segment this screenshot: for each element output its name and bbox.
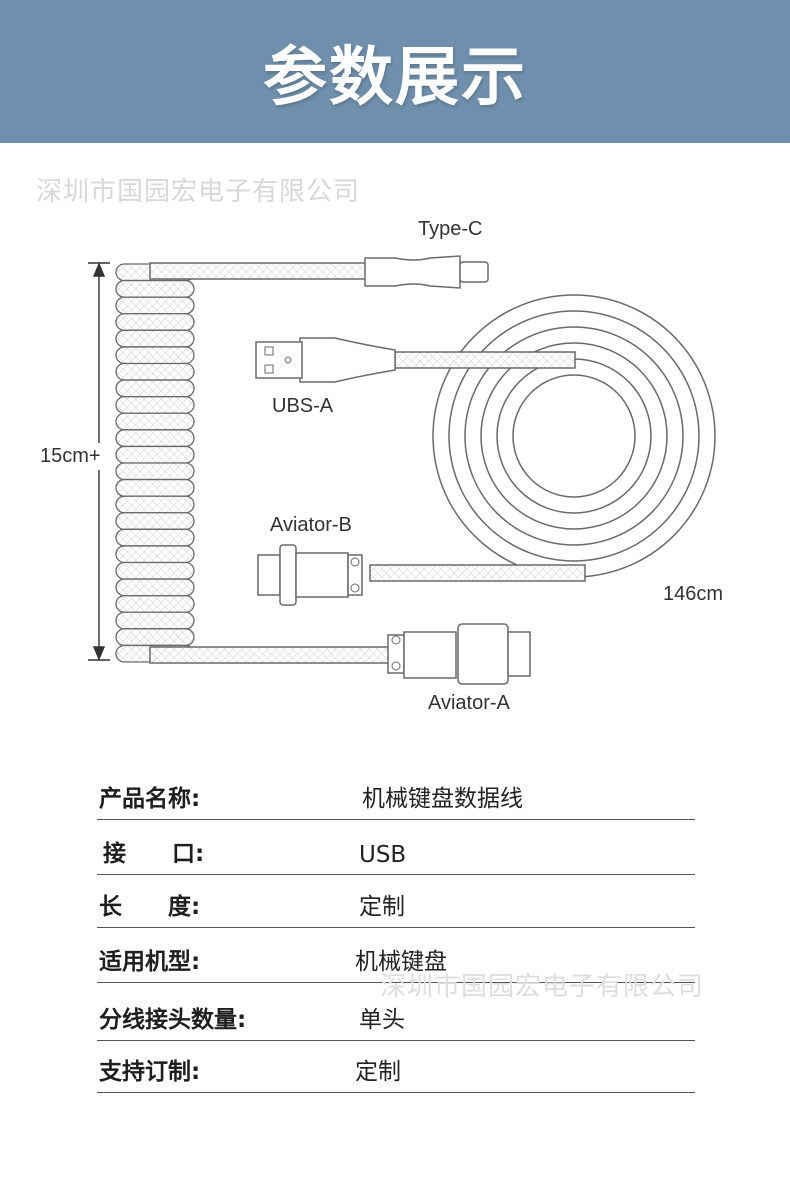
spec-label: 分线接头数量: (99, 1007, 247, 1033)
spec-value: USB (359, 842, 407, 868)
watermark-text: 深圳市国园宏电子有限公司 (36, 177, 361, 207)
coil-loop (115, 611, 195, 630)
type-c-cable (149, 255, 489, 289)
aviator-a-label: Aviator-A (428, 692, 510, 714)
spec-row: 产品名称: 机械键盘数据线 (97, 767, 695, 820)
watermark-text: 深圳市国园宏电子有限公司 (380, 972, 705, 1002)
spec-value: 机械键盘 (355, 949, 447, 975)
coil-dimension-arrow (88, 262, 110, 661)
coil-loop (115, 512, 195, 530)
cable-length-label: 146cm (663, 583, 724, 605)
page-title: 参数展示 (263, 40, 527, 115)
aviator-a-connector (149, 623, 531, 685)
coil-loop (115, 478, 195, 497)
coil-loop (115, 462, 195, 481)
coil-loop (115, 412, 195, 431)
coil-loop (115, 296, 195, 315)
coil-loop (115, 528, 195, 547)
spec-label: 适用机型: (99, 949, 201, 975)
usb-a-connector (255, 337, 576, 383)
coil-loop (115, 329, 195, 348)
spec-value: 单头 (359, 1007, 405, 1033)
coil-loop (115, 396, 195, 414)
aviator-b-connector (257, 544, 586, 606)
spec-row: 支持订制: 定制 (97, 1040, 695, 1093)
coil-loop (115, 346, 195, 365)
header-banner: 参数展示 (0, 0, 790, 143)
coil-loop (115, 595, 195, 613)
spec-label: 长 度: (99, 894, 201, 920)
spec-label: 产品名称: (99, 786, 201, 812)
cable-diagram (88, 255, 716, 685)
spec-value: 机械键盘数据线 (362, 786, 523, 812)
spec-row: 适用机型: 机械键盘 (97, 930, 695, 983)
type-c-label: Type-C (418, 218, 483, 240)
spec-row: 接 口: USB (97, 822, 695, 875)
coiled-cable (115, 263, 195, 663)
coil-loop (115, 578, 195, 597)
coil-loop (115, 495, 195, 514)
coil-loop (115, 313, 195, 331)
spec-row: 分线接头数量: 单头 (97, 988, 695, 1041)
coil-loop (115, 362, 195, 381)
coil-length-label: 15cm+ (40, 445, 101, 467)
spec-value: 定制 (355, 1059, 401, 1085)
spec-value: 定制 (359, 894, 405, 920)
coil-loop (115, 379, 195, 398)
usb-a-label: UBS-A (272, 395, 334, 417)
coil-loop (115, 445, 195, 464)
aviator-b-label: Aviator-B (270, 514, 352, 536)
coil-loop (115, 628, 195, 647)
spec-label: 接 口: (103, 841, 205, 867)
coil-loop (115, 545, 195, 564)
coil-loop (115, 279, 195, 298)
cable-loop (432, 294, 716, 578)
coil-loop (115, 429, 195, 448)
coil-loop (115, 561, 195, 580)
spec-label: 支持订制: (99, 1059, 201, 1085)
spec-row: 长 度: 定制 (97, 875, 695, 928)
